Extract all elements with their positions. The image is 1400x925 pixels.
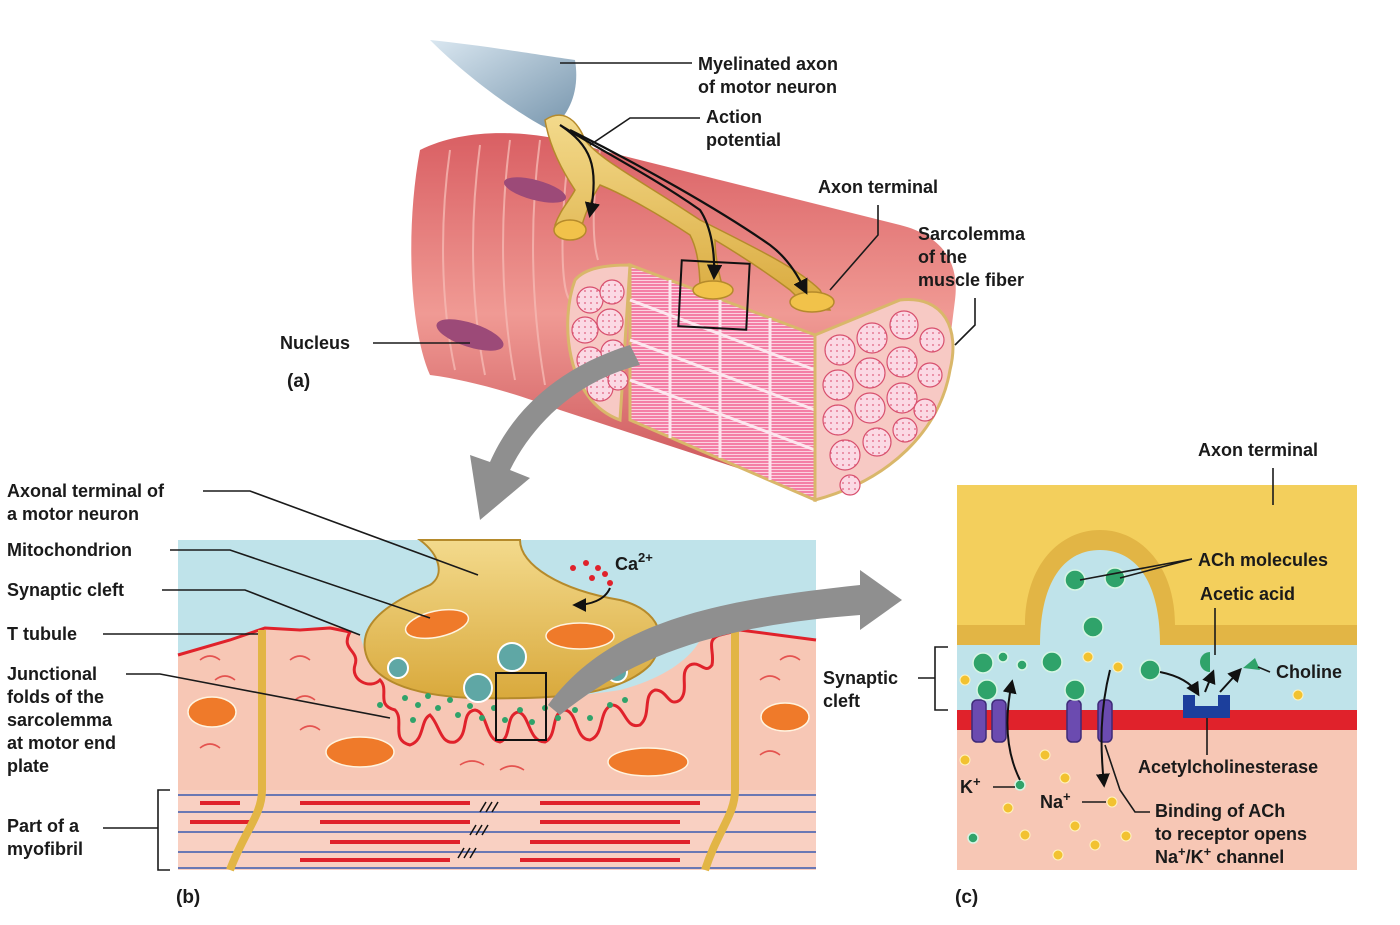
bracket-myofibril (157, 789, 170, 871)
label-sarcolemma-2: of the (918, 247, 967, 267)
label-mitochondrion: Mitochondrion (7, 540, 132, 560)
label-acetylcholinesterase: Acetylcholinesterase (1138, 757, 1318, 777)
inset-box-a (677, 259, 751, 331)
nucleus-shape-top (503, 177, 567, 203)
label-choline: Choline (1276, 662, 1342, 682)
label-junctional-1: Junctional (7, 664, 97, 684)
myofibril-circles-right (822, 310, 945, 496)
label-synaptic-cleft-b: Synaptic cleft (7, 580, 124, 600)
label-calcium: Ca2+ (615, 550, 653, 574)
leader-junctional-folds (126, 673, 391, 719)
label-nucleus: Nucleus (280, 333, 350, 353)
panel-c: Axon terminal ACh molecules Acetic acid … (823, 440, 1357, 908)
muscle-striations (442, 139, 601, 386)
ion-flow-arrows (1002, 667, 1242, 788)
label-binding-1: Binding of ACh (1155, 801, 1285, 821)
t-tubules (226, 630, 739, 872)
nucleus-shape (436, 319, 504, 351)
axon-terminal-b (363, 539, 661, 700)
label-sodium: Na+ (1040, 789, 1071, 812)
label-acetic-acid: Acetic acid (1200, 584, 1295, 604)
label-action-potential-2: potential (706, 130, 781, 150)
sodium-ions (959, 651, 1304, 861)
acetic-acid-fragment (1200, 652, 1210, 672)
leader-synaptic-cleft-b (162, 589, 361, 636)
panel-a-letter: (a) (287, 371, 310, 392)
label-axonal-terminal-1: Axonal terminal of (7, 481, 165, 501)
label-potassium: K+ (960, 774, 981, 797)
label-myelinated-axon-2: of motor neuron (698, 77, 837, 97)
label-binding-3: Na+/K+ channel (1155, 844, 1284, 867)
label-myofibril-1: Part of a (7, 816, 80, 836)
leader-action-potential (589, 117, 700, 146)
label-junctional-2: folds of the (7, 687, 104, 707)
leader-mitochondrion (170, 549, 431, 619)
calcium-ions (570, 560, 613, 586)
panel-a: Myelinated axon of motor neuron Action p… (280, 40, 1026, 503)
bracket-synaptic-cleft-c (918, 646, 948, 711)
muscle-mitochondria (187, 696, 810, 777)
leader-choline (1257, 666, 1271, 673)
label-action-potential-1: Action (706, 107, 762, 127)
panel-c-letter: (c) (955, 887, 978, 908)
myelinated-axon (430, 40, 577, 130)
label-axon-terminal-a: Axon terminal (818, 177, 938, 197)
label-sarcolemma-3: muscle fiber (918, 270, 1024, 290)
action-potential-arrows (559, 124, 808, 295)
label-sarcolemma-1: Sarcolemma (918, 224, 1026, 244)
muscle-cytoplasm-c (957, 730, 1357, 870)
choline-fragment (1243, 658, 1260, 670)
label-junctional-5: plate (7, 756, 49, 776)
postsynaptic-membrane (957, 710, 1357, 730)
zoom-arrow-b-to-c (548, 570, 902, 715)
label-axon-terminal-c: Axon terminal (1198, 440, 1318, 460)
section-grid (629, 280, 816, 480)
label-junctional-3: sarcolemma (7, 710, 113, 730)
label-synaptic-cleft-c-1: Synaptic (823, 668, 898, 688)
acetylcholinesterase-enzyme (1183, 695, 1230, 718)
leader-sarcolemma (954, 298, 976, 346)
junctional-folds (177, 626, 817, 747)
label-t-tubule: T tubule (7, 624, 77, 644)
label-myofibril-2: myofibril (7, 839, 83, 859)
cytoplasm-squiggles (199, 655, 801, 771)
leader-ach-molecules (1079, 558, 1193, 581)
inset-box-b (495, 672, 547, 741)
calcium-arrow (572, 587, 611, 612)
panel-b: Ca2+ Axonal terminal of a motor neuron M… (7, 481, 817, 908)
zoom-arrow-a-to-b (470, 345, 640, 520)
label-axonal-terminal-2: a motor neuron (7, 504, 139, 524)
label-myelinated-axon-1: Myelinated axon (698, 54, 838, 74)
label-ach-molecules: ACh molecules (1198, 550, 1328, 570)
leader-axonal-terminal (203, 490, 479, 576)
leader-binding (1104, 744, 1150, 813)
panel-b-letter: (b) (176, 887, 200, 908)
leader-axon-terminal-a (829, 205, 879, 291)
terminal-mitochondria (404, 608, 615, 650)
label-junctional-4: at motor end (7, 733, 116, 753)
label-binding-2: to receptor opens (1155, 824, 1307, 844)
label-synaptic-cleft-c-2: cleft (823, 691, 860, 711)
